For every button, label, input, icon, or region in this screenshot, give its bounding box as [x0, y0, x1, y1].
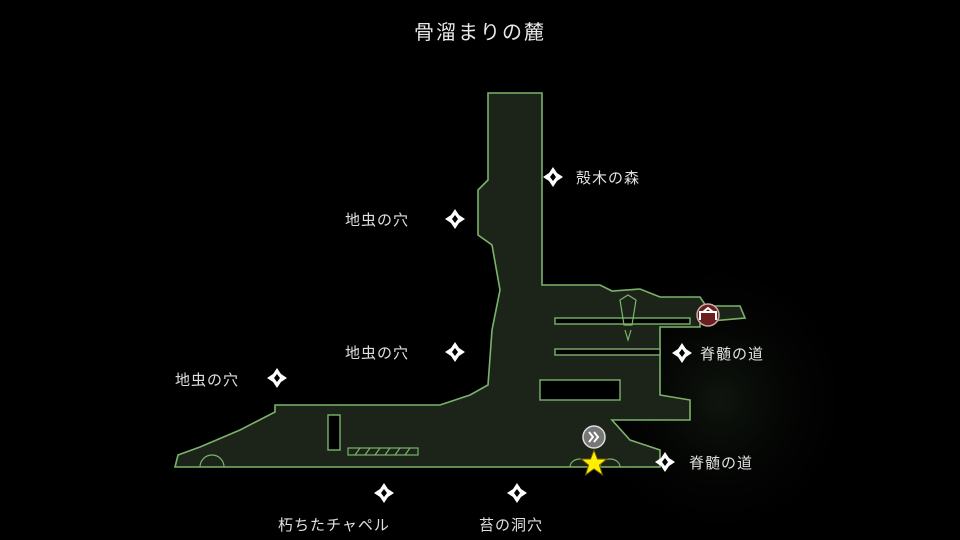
- transition-label: 脊髄の道: [700, 345, 765, 363]
- map-details: [199, 294, 637, 468]
- transition-label: 苔の洞穴: [479, 516, 544, 534]
- transition-marker-icon[interactable]: [267, 368, 287, 388]
- transition-marker-icon[interactable]: [507, 483, 527, 503]
- transition-marker-icon[interactable]: [543, 167, 563, 187]
- transition-label: 殻木の森: [576, 169, 641, 187]
- map-walls: [327, 317, 691, 451]
- area-title: 骨溜まりの麓: [414, 20, 546, 44]
- transition-marker-icon[interactable]: [445, 209, 465, 229]
- transition-label: 地虫の穴: [175, 371, 240, 389]
- transition-marker-icon[interactable]: [374, 483, 394, 503]
- transition-label: 地虫の穴: [345, 344, 410, 362]
- transition-marker-icon[interactable]: [445, 342, 465, 362]
- bench-pin-icon[interactable]: [582, 425, 606, 449]
- transition-label: 脊髄の道: [689, 454, 754, 472]
- transition-label: 朽ちたチャペル: [278, 516, 390, 534]
- star-icon: [579, 448, 609, 477]
- red-pin-icon[interactable]: [696, 303, 720, 327]
- transition-label: 地虫の穴: [345, 211, 410, 229]
- map-room-outline: [173, 92, 747, 468]
